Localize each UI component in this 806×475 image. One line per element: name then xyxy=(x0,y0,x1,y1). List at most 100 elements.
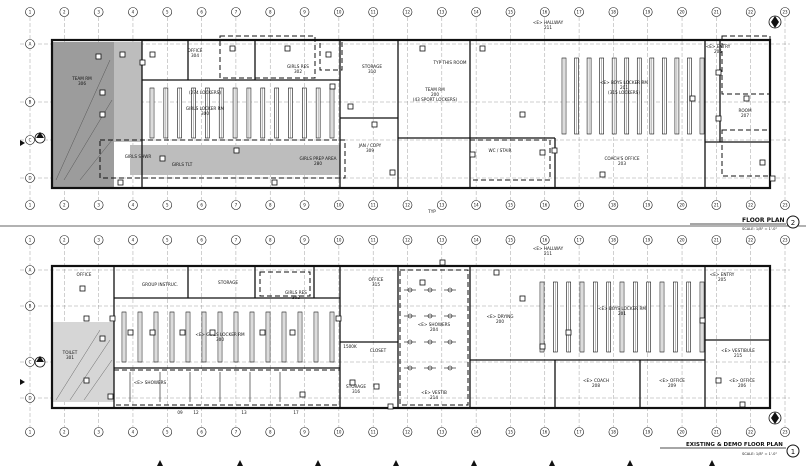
grid-bubble xyxy=(162,427,173,437)
grid-bubble xyxy=(780,427,790,437)
keynote-tag xyxy=(119,51,126,58)
grid-bubble xyxy=(368,7,378,17)
grid-bubble-label: 2 xyxy=(63,238,66,243)
grid-bubble xyxy=(196,200,207,210)
ex-room-girls-res-number: 302 xyxy=(292,295,300,300)
keynote-tag xyxy=(229,45,236,52)
grid-bubble-label: 9 xyxy=(303,203,306,208)
existing-plan-keynote-tags xyxy=(79,259,746,410)
keynote-tag xyxy=(419,279,426,286)
grid-bubble xyxy=(299,235,310,245)
grid-bubble xyxy=(677,235,687,245)
keynote-tag xyxy=(551,147,558,154)
compass-icon-top xyxy=(768,15,782,29)
grid-bubble-label: 10 xyxy=(336,10,342,15)
grid-bubble-label: 11 xyxy=(371,203,377,208)
grid-bubble-label: 12 xyxy=(405,203,411,208)
floor-plan-callout-circle xyxy=(786,215,800,229)
grid-row-bubble xyxy=(25,135,35,145)
grid-bubble-label: 17 xyxy=(577,10,583,15)
grid-bubble-label: 15 xyxy=(508,238,514,243)
room-typ-this-room: TYP THIS ROOM xyxy=(432,60,466,65)
keynote-tag xyxy=(139,59,146,66)
existing-plan-callout-number: 1 xyxy=(791,448,795,456)
grid-bubble xyxy=(780,235,790,245)
ex-room-girls-locker: <E> GIRLS LOCKER RM xyxy=(195,332,245,337)
grid-bubble-label: 3 xyxy=(97,430,100,435)
ex-room-entry: <E> ENTRY xyxy=(710,272,735,277)
grid-bubble-label: 7 xyxy=(235,430,238,435)
grid-bubble-label: 5 xyxy=(166,238,169,243)
keynote-tag xyxy=(519,111,526,118)
grid-bubble xyxy=(402,200,413,210)
room-team-rm-left: TEAM RM xyxy=(71,76,92,81)
existing-plan-interior-walls xyxy=(113,266,770,408)
grid-bubble xyxy=(780,7,790,17)
grid-bubble-label: 13 xyxy=(439,10,445,15)
grid-bubble-label: 16 xyxy=(542,430,548,435)
grid-bubble-label: 3 xyxy=(97,203,100,208)
ex-room-1500: 1500K xyxy=(343,344,357,349)
north-arrow-bottom xyxy=(34,356,46,368)
grid-bubble-label: 17 xyxy=(577,430,583,435)
keynote-tag xyxy=(289,329,296,336)
room-girls-locker-note: (274 LOCKERS) xyxy=(189,90,221,95)
grid-row-label: B xyxy=(29,100,32,105)
grid-bubble xyxy=(59,7,70,17)
existing-demo-floor-plan: 1122334455667788991010111112121313141415… xyxy=(20,235,800,458)
ex-room-closet: CLOSET xyxy=(370,348,387,353)
room-girls-prep: GIRLS PREP AREA xyxy=(300,156,337,161)
grid-bubble xyxy=(231,7,241,17)
ex-room-coach: <E> COACH xyxy=(583,378,609,383)
grid-bubble-label: 8 xyxy=(269,203,272,208)
ex-room-drying: <E> DRYING xyxy=(486,314,513,319)
edge-marker xyxy=(237,460,243,466)
room-office: OFFICE xyxy=(188,48,203,53)
keynote-tag xyxy=(299,391,306,398)
grid-bubble xyxy=(745,7,756,17)
grid-bubble xyxy=(334,235,344,245)
grid-bubble xyxy=(505,235,516,245)
grid-bubble xyxy=(128,235,138,245)
grid-bubble-label: 18 xyxy=(611,203,617,208)
grid-bubble xyxy=(59,200,70,210)
grid-bubble xyxy=(437,235,447,245)
grid-bubble-label: 18 xyxy=(611,10,617,15)
grid-bubble xyxy=(780,200,790,210)
girls-locker-rows xyxy=(149,87,335,139)
grid-bubble-label: 8 xyxy=(269,238,272,243)
existing-plan-title: EXISTING & DEMO FLOOR PLAN xyxy=(686,442,783,448)
grid-bubble-label: 19 xyxy=(645,203,651,208)
keynote-tag xyxy=(715,115,722,122)
grid-bubble xyxy=(745,235,756,245)
keynote-tag xyxy=(209,329,216,336)
grid-row-bubble xyxy=(25,265,35,275)
grid-bubble xyxy=(402,7,413,17)
grid-bubble xyxy=(539,427,550,437)
grid-bubble-label: 10 xyxy=(336,430,342,435)
section-marker xyxy=(20,140,25,146)
keynote-tag xyxy=(743,95,750,102)
room-girls-locker-number: 300 xyxy=(201,111,209,116)
keynote-tag xyxy=(99,111,106,118)
keynote-tag xyxy=(387,403,394,410)
grid-bubble xyxy=(745,427,756,437)
grid-bubble-label: 22 xyxy=(748,238,754,243)
ex-room-drying-number: 200 xyxy=(496,319,504,324)
grid-bubble-label: 5 xyxy=(166,10,169,15)
keynote-tag xyxy=(83,315,90,322)
grid-bubble xyxy=(59,235,70,245)
grid-bubble xyxy=(93,427,104,437)
floor-plan: 1122334455667788991010111112121313141415… xyxy=(20,7,800,231)
ex-room-vestibule-2-number: 215 xyxy=(734,353,742,358)
grid-bubble xyxy=(505,200,516,210)
existing-plan-room-labels: OFFICE GROUP INSTRUC. STORAGE GIRLS RES … xyxy=(62,246,756,415)
grid-bubble xyxy=(128,7,138,17)
grid-row-bubble xyxy=(25,393,35,403)
grid-bubble xyxy=(711,7,722,17)
grid-bubble-label: 12 xyxy=(405,10,411,15)
grid-bubble xyxy=(334,200,344,210)
grid-bubble-label: 7 xyxy=(235,203,238,208)
grid-bubble-label: 21 xyxy=(714,238,720,243)
